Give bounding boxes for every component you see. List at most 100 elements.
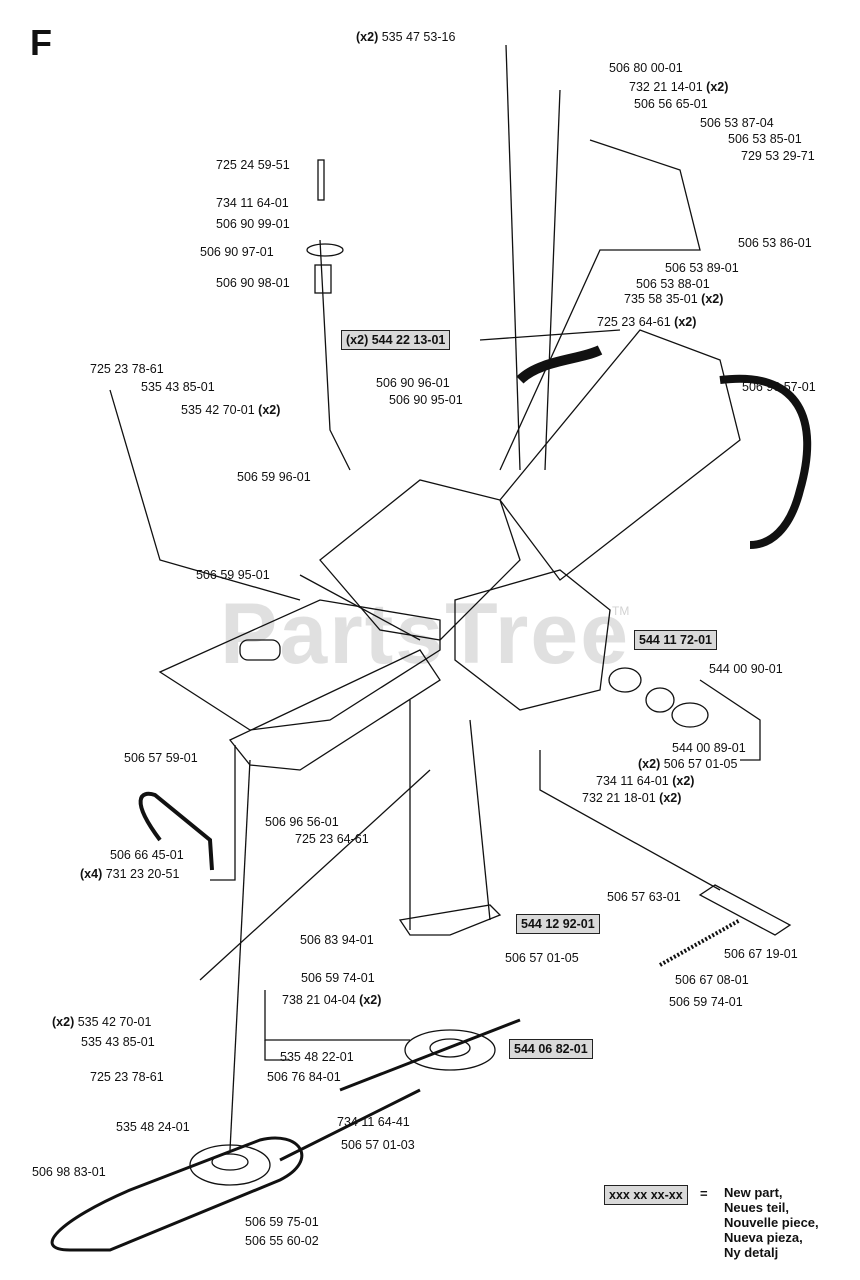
mount-plate [398,904,502,936]
part-label: 506 53 85-01 [728,132,802,146]
part-label: 506 67 19-01 [724,947,798,961]
watermark-tm: TM [612,604,630,618]
part-label: 506 57 01-05 [505,951,579,965]
part-label: 506 83 94-01 [300,933,374,947]
part-label: 506 96 57-01 [742,380,816,394]
leader-2 [505,44,521,471]
part-label: 506 56 65-01 [634,97,708,111]
belt-segment [339,1018,521,1092]
leader-16 [264,1040,290,1061]
bearing-right [645,687,675,713]
pulley-upper-inner [429,1038,471,1058]
part-label: 535 43 85-01 [81,1035,155,1049]
part-label: (x2) 535 42 70-01 [52,1015,152,1029]
part-label: 535 42 70-01 (x2) [181,403,281,417]
part-label: 506 57 63-01 [607,890,681,904]
lever-bar [698,884,792,936]
flange-right [671,702,709,728]
pulley-lower [189,1144,271,1186]
bolt-top [317,159,325,201]
boxed-part-label: 544 12 92-01 [516,914,600,934]
part-label: 506 55 60-02 [245,1234,319,1248]
leader-11 [469,719,491,921]
legend-line: Nueva pieza, [724,1230,803,1245]
spring [659,918,741,967]
leader-13 [229,759,251,1151]
part-label: 506 76 84-01 [267,1070,341,1084]
part-label: 506 66 45-01 [110,848,184,862]
frame-bracket [454,569,611,711]
watermark: PartsTree [220,586,631,682]
part-label: 506 90 96-01 [376,376,450,390]
tube [516,345,603,384]
pulley-lower-inner [211,1153,249,1171]
part-label: 732 21 14-01 (x2) [629,80,729,94]
part-label: (x2) 535 47 53-16 [356,30,456,44]
leader-3 [544,89,561,471]
legend-equals: = [700,1186,708,1201]
leader-4 [499,139,701,471]
part-label: 734 11 64-41 [337,1115,410,1129]
part-label: 506 59 74-01 [301,971,375,985]
part-label: 506 59 75-01 [245,1215,319,1229]
part-label: 734 11 64-01 (x2) [596,774,695,788]
legend-line: Nouvelle piece, [724,1215,819,1230]
part-label: 544 00 89-01 [672,741,746,755]
legend-text: New part, Neues teil, Nouvelle piece, Nu… [724,1185,819,1260]
part-label: 506 59 96-01 [237,470,311,484]
legend-line: Ny detalj [724,1245,779,1260]
leader-7 [319,239,351,471]
part-label: 506 67 08-01 [675,973,749,987]
sheet-letter: F [30,22,52,63]
part-label: 506 90 99-01 [216,217,290,231]
part-label: 506 53 86-01 [738,236,812,250]
part-label: 725 23 78-61 [90,1070,164,1084]
part-label: 506 57 59-01 [124,751,198,765]
frame-plate [158,599,441,731]
part-label: 506 53 88-01 [636,277,710,291]
leader-8 [210,745,236,881]
part-label: 544 00 90-01 [709,662,783,676]
part-label: 535 43 85-01 [141,380,215,394]
washer-top [306,243,344,257]
leader-5 [109,389,301,601]
spring-top [314,264,332,294]
leader-6 [299,574,421,641]
pulley-upper [404,1029,496,1071]
part-label: (x4) 731 23 20-51 [80,867,180,881]
part-label: 506 90 98-01 [216,276,290,290]
u-bolt [138,791,214,871]
part-label: 506 90 97-01 [200,245,274,259]
legend-line: Neues teil, [724,1200,790,1215]
legend-swatch: xxx xx xx-xx [604,1185,688,1205]
boxed-part-label: 544 06 82-01 [509,1039,593,1059]
frame-body [319,479,521,641]
part-label: 735 58 35-01 (x2) [624,292,724,306]
part-label: 535 48 22-01 [280,1050,354,1064]
part-label: 725 23 64-61 [295,832,369,846]
part-label: 506 59 95-01 [196,568,270,582]
part-label: 535 48 24-01 [116,1120,190,1134]
frame-cutout [239,639,281,661]
flange-left [608,667,642,693]
belt-segment-2 [279,1088,421,1162]
frame-rail [499,329,741,581]
part-label: 506 80 00-01 [609,61,683,75]
part-label: 506 53 87-04 [700,116,774,130]
part-label: 506 96 56-01 [265,815,339,829]
boxed-part-label: 544 11 72-01 [634,630,717,650]
part-label: 725 24 59-51 [216,158,290,172]
part-label: 506 59 74-01 [669,995,743,1009]
leader-14 [699,679,761,761]
frame-plate-lower [228,649,441,771]
part-label: 725 23 78-61 [90,362,164,376]
part-label: 732 21 18-01 (x2) [582,791,682,805]
part-label: 729 53 29-71 [741,149,815,163]
part-label: 506 57 01-03 [341,1138,415,1152]
boxed-part-label: (x2) 544 22 13-01 [341,330,451,350]
part-label: (x2) 506 57 01-05 [638,757,738,771]
handle-bar [719,374,812,549]
leader-12 [199,769,431,981]
